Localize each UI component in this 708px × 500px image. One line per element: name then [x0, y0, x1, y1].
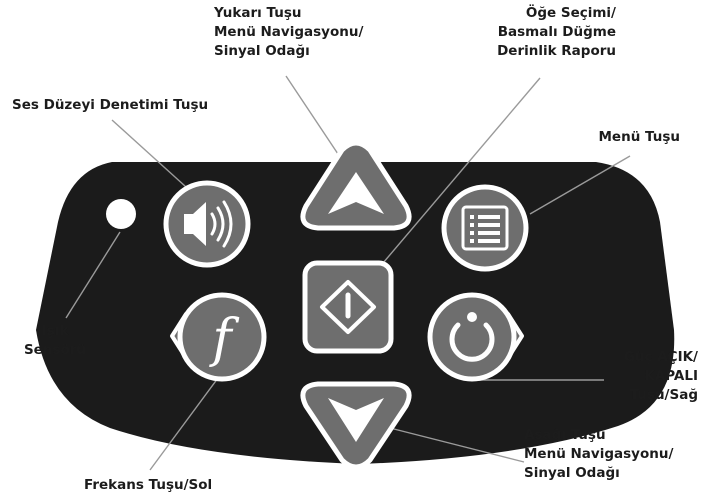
volume-button[interactable]	[163, 180, 251, 268]
power-key-label-line-3: Tuşu/Sağ	[629, 387, 698, 403]
light-sensor-label: Işık Sensörü	[20, 322, 90, 360]
frequency-key-label-line-1: Frekans Tuşu/Sol	[84, 477, 213, 493]
power-key-label-line-2: KAPALI	[644, 368, 698, 384]
select-button[interactable]	[302, 260, 394, 354]
light-sensor	[106, 199, 136, 229]
diamond-select-icon	[320, 280, 376, 334]
up-button[interactable]	[300, 140, 412, 231]
arrow-up-icon	[328, 172, 384, 214]
volume-key-label: Ses Düzeyi Denetimi Tuşu	[12, 96, 208, 115]
volume-key-label-line-1: Ses Düzeyi Denetimi Tuşu	[12, 97, 209, 113]
power-button[interactable]	[427, 292, 524, 382]
menu-key-label: Menü Tuşu	[599, 128, 681, 147]
power-key-label-line-1: Güç AÇIK/	[623, 349, 698, 365]
frequency-button[interactable]: f	[170, 292, 267, 382]
down-key-label: Aşağı Tuşu Menü Navigasyonu/ Sinyal Odağ…	[524, 426, 673, 483]
light-sensor-label-line-1: Işık	[41, 323, 69, 339]
leader-lines	[65, 75, 631, 471]
down-key-label-line-3: Sinyal Odağı	[524, 465, 620, 481]
up-key-label-line-1: Yukarı Tuşu	[214, 5, 302, 21]
select-key-label-line-2: Basmalı Düğme	[497, 24, 616, 40]
power-icon	[449, 312, 495, 362]
select-key-label: Öğe Seçimi/ Basmalı Düğme Derinlik Rapor…	[497, 4, 616, 61]
menu-key-label-line-1: Menü Tuşu	[598, 129, 681, 145]
menu-button[interactable]	[441, 184, 529, 272]
select-key-label-line-3: Derinlik Raporu	[497, 43, 616, 59]
up-key-label-line-2: Menü Navigasyonu/	[214, 24, 364, 40]
select-key-label-line-1: Öğe Seçimi/	[525, 5, 616, 21]
down-key-label-line-1: Aşağı Tuşu	[524, 427, 606, 443]
list-icon	[461, 205, 509, 251]
down-key-label-line-2: Menü Navigasyonu/	[524, 446, 674, 462]
down-button[interactable]	[300, 381, 412, 470]
up-key-label: Yukarı Tuşu Menü Navigasyonu/ Sinyal Oda…	[214, 4, 363, 61]
power-key-label: Güç AÇIK/ KAPALI Tuşu/Sağ	[624, 348, 698, 405]
light-sensor-label-line-2: Sensörü	[23, 342, 87, 358]
arrow-down-icon	[328, 398, 384, 442]
up-key-label-line-3: Sinyal Odağı	[214, 43, 310, 59]
speaker-icon	[184, 200, 233, 248]
frequency-key-label: Frekans Tuşu/Sol	[84, 476, 212, 495]
